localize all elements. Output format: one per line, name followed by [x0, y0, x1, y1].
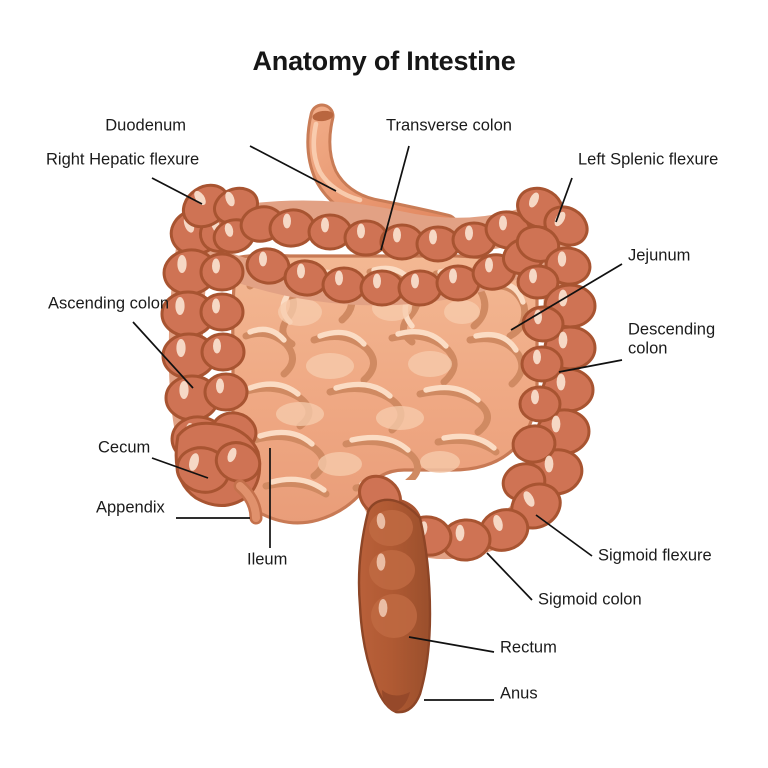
left-splenic-flexure-leader: [555, 177, 573, 223]
rectum-segment: [357, 498, 432, 714]
jejunum-leader: [510, 263, 623, 331]
leader-lines: [132, 145, 623, 701]
label-jejunum: Jejunum: [628, 246, 691, 265]
right-hepatic-flexure: [181, 183, 285, 254]
descending-colon-leader: [558, 359, 623, 373]
ascending-colon-leader: [132, 321, 194, 389]
transverse-colon: [245, 208, 546, 307]
transverse-colon-leader: [380, 145, 410, 251]
large-intestine-group: [160, 183, 597, 714]
label-ascending-colon: Ascending colon: [48, 294, 170, 313]
label-sigmoid-colon: Sigmoid colon: [538, 590, 642, 609]
duodenum-opening: [312, 110, 334, 122]
anus-opening: [382, 690, 410, 712]
appendix: [233, 479, 263, 525]
right-hepatic-flexure-leader: [151, 177, 203, 205]
label-right-hepatic-flexure: Right Hepatic flexure: [46, 150, 200, 169]
label-duodenum: Duodenum: [105, 116, 186, 135]
label-rectum: Rectum: [500, 638, 557, 657]
page-title: Anatomy of Intestine: [252, 46, 516, 76]
label-descending-colon: Descending colon: [628, 320, 716, 358]
appendix-tube-fill: [236, 482, 260, 522]
cecum-leader: [151, 457, 209, 479]
label-left-splenic-flexure: Left Splenic flexure: [578, 150, 719, 169]
rectum-leader: [408, 636, 495, 653]
label-anus: Anus: [500, 684, 538, 703]
sigmoid-flexure-leader: [535, 514, 593, 557]
duodenum-highlight: [311, 121, 363, 203]
sigmoid-colon-leader: [486, 552, 533, 601]
left-splenic-flexure: [515, 186, 592, 300]
label-ileum: Ileum: [247, 550, 288, 569]
label-sigmoid-flexure: Sigmoid flexure: [598, 546, 712, 565]
label-cecum: Cecum: [98, 438, 151, 457]
label-appendix: Appendix: [96, 498, 165, 517]
rectum-haustra: [369, 509, 417, 638]
duodenum-leader: [249, 145, 337, 192]
label-transverse-colon: Transverse colon: [386, 116, 512, 135]
